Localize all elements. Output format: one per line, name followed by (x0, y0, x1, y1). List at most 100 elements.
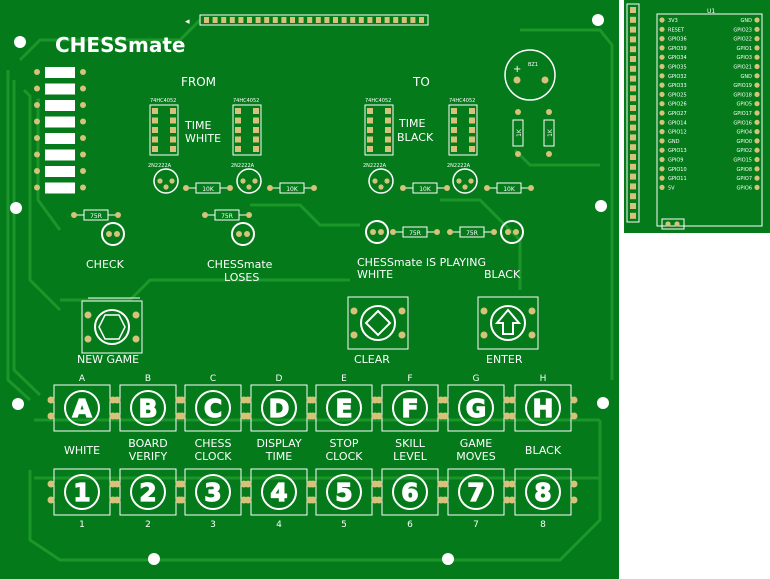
letter-key-g[interactable]: G (441, 384, 511, 432)
header-pin (630, 193, 636, 200)
key-glyph: D (269, 394, 290, 423)
header-pin (630, 203, 636, 209)
key-glyph: 8 (534, 478, 551, 507)
pad (375, 496, 383, 504)
transistor-outline (452, 168, 478, 194)
pad (170, 108, 176, 114)
resistor-body (45, 100, 75, 111)
ic-socket (448, 104, 478, 156)
pad (163, 184, 169, 190)
key-cap (261, 390, 297, 426)
key-cap (326, 474, 362, 510)
resistor-value: 470R (51, 152, 69, 160)
letter-key-d[interactable]: D (244, 384, 314, 432)
pad (152, 127, 158, 133)
pad (659, 73, 665, 79)
pad (350, 307, 358, 315)
mounting-holes (10, 14, 609, 565)
pad (384, 178, 390, 184)
header-pin (298, 17, 304, 23)
pad (235, 108, 241, 114)
module-pin-right: GPIO1 (737, 46, 752, 52)
pad (754, 36, 760, 42)
pad (754, 175, 760, 181)
header-pin (630, 75, 636, 82)
key-number-bottom: 6 (407, 520, 413, 530)
letter-key-c[interactable]: C (178, 384, 248, 432)
key-glyph: 4 (270, 478, 287, 507)
key-caption: CLOCK (195, 450, 233, 463)
header-pin (221, 17, 227, 23)
pad (754, 82, 760, 88)
header-pin (630, 154, 636, 160)
key-number-bottom: 3 (210, 520, 216, 530)
pad (659, 175, 665, 181)
header-pin (341, 17, 347, 23)
pad (659, 110, 665, 116)
new-game-label: NEW GAME (77, 353, 139, 366)
pad (367, 136, 373, 143)
resistor-body (83, 209, 109, 221)
pad (659, 26, 665, 32)
number-key-1[interactable]: 1 (47, 468, 117, 516)
header-pin (630, 124, 636, 131)
key-outline (315, 384, 373, 432)
letter-key-f[interactable]: F (375, 384, 445, 432)
pad (80, 118, 86, 125)
pad (546, 109, 552, 115)
header-pin (630, 16, 636, 23)
key-outline (447, 468, 505, 516)
transistor-label: 2N2222A (231, 163, 255, 169)
enter-button[interactable] (477, 296, 539, 350)
letter-key-b[interactable]: B (113, 384, 183, 432)
letter-key-h[interactable]: H (508, 384, 578, 432)
time-white-label-1: TIME (184, 119, 211, 132)
key-cap (458, 474, 494, 510)
key-number-bottom: 5 (341, 520, 347, 530)
pad (754, 26, 760, 32)
header-pin (324, 17, 330, 23)
pad (385, 136, 391, 143)
key-letter-top: H (540, 374, 547, 384)
resistor-body (512, 119, 524, 147)
pad (385, 117, 391, 124)
header-pin (401, 17, 407, 23)
key-caption: LEVEL (393, 450, 428, 463)
up-arrow-icon (494, 308, 522, 335)
header-pin (630, 144, 636, 151)
resistor-body (45, 83, 75, 95)
pad (244, 396, 252, 404)
header-pin (630, 36, 636, 43)
module-pin-left: GND (668, 139, 680, 145)
module-pin-right: GPIO6 (737, 185, 752, 191)
pad (367, 108, 373, 114)
pad (253, 127, 259, 133)
buzzer-label: BZ1 (528, 62, 538, 68)
resistor-body (45, 67, 75, 78)
pad (659, 129, 665, 135)
key-cap (392, 390, 428, 426)
pad (152, 146, 158, 152)
module-pin-left: GPIO14 (668, 120, 687, 126)
key-outline (184, 384, 242, 432)
new-game-button[interactable] (81, 300, 143, 354)
time-black-label-2: BLACK (397, 131, 434, 144)
letter-key-e[interactable]: E (309, 384, 379, 432)
module-pin-left: GPIO10 (668, 167, 687, 173)
pad (34, 85, 40, 92)
clear-button[interactable] (347, 296, 409, 350)
transistor-outline (236, 168, 262, 194)
led-outline (365, 220, 389, 244)
number-key-8[interactable]: 8 (508, 468, 578, 516)
pad (659, 63, 665, 70)
key-outline (53, 384, 111, 432)
key-glyph: 2 (139, 478, 156, 507)
header-pin (204, 17, 209, 23)
key-outline (250, 468, 308, 516)
pad (754, 138, 760, 144)
pad (480, 307, 488, 315)
number-key-7[interactable]: 7 (441, 468, 511, 516)
module-board (624, 0, 770, 233)
key-outline (184, 468, 242, 516)
pad (754, 17, 760, 23)
